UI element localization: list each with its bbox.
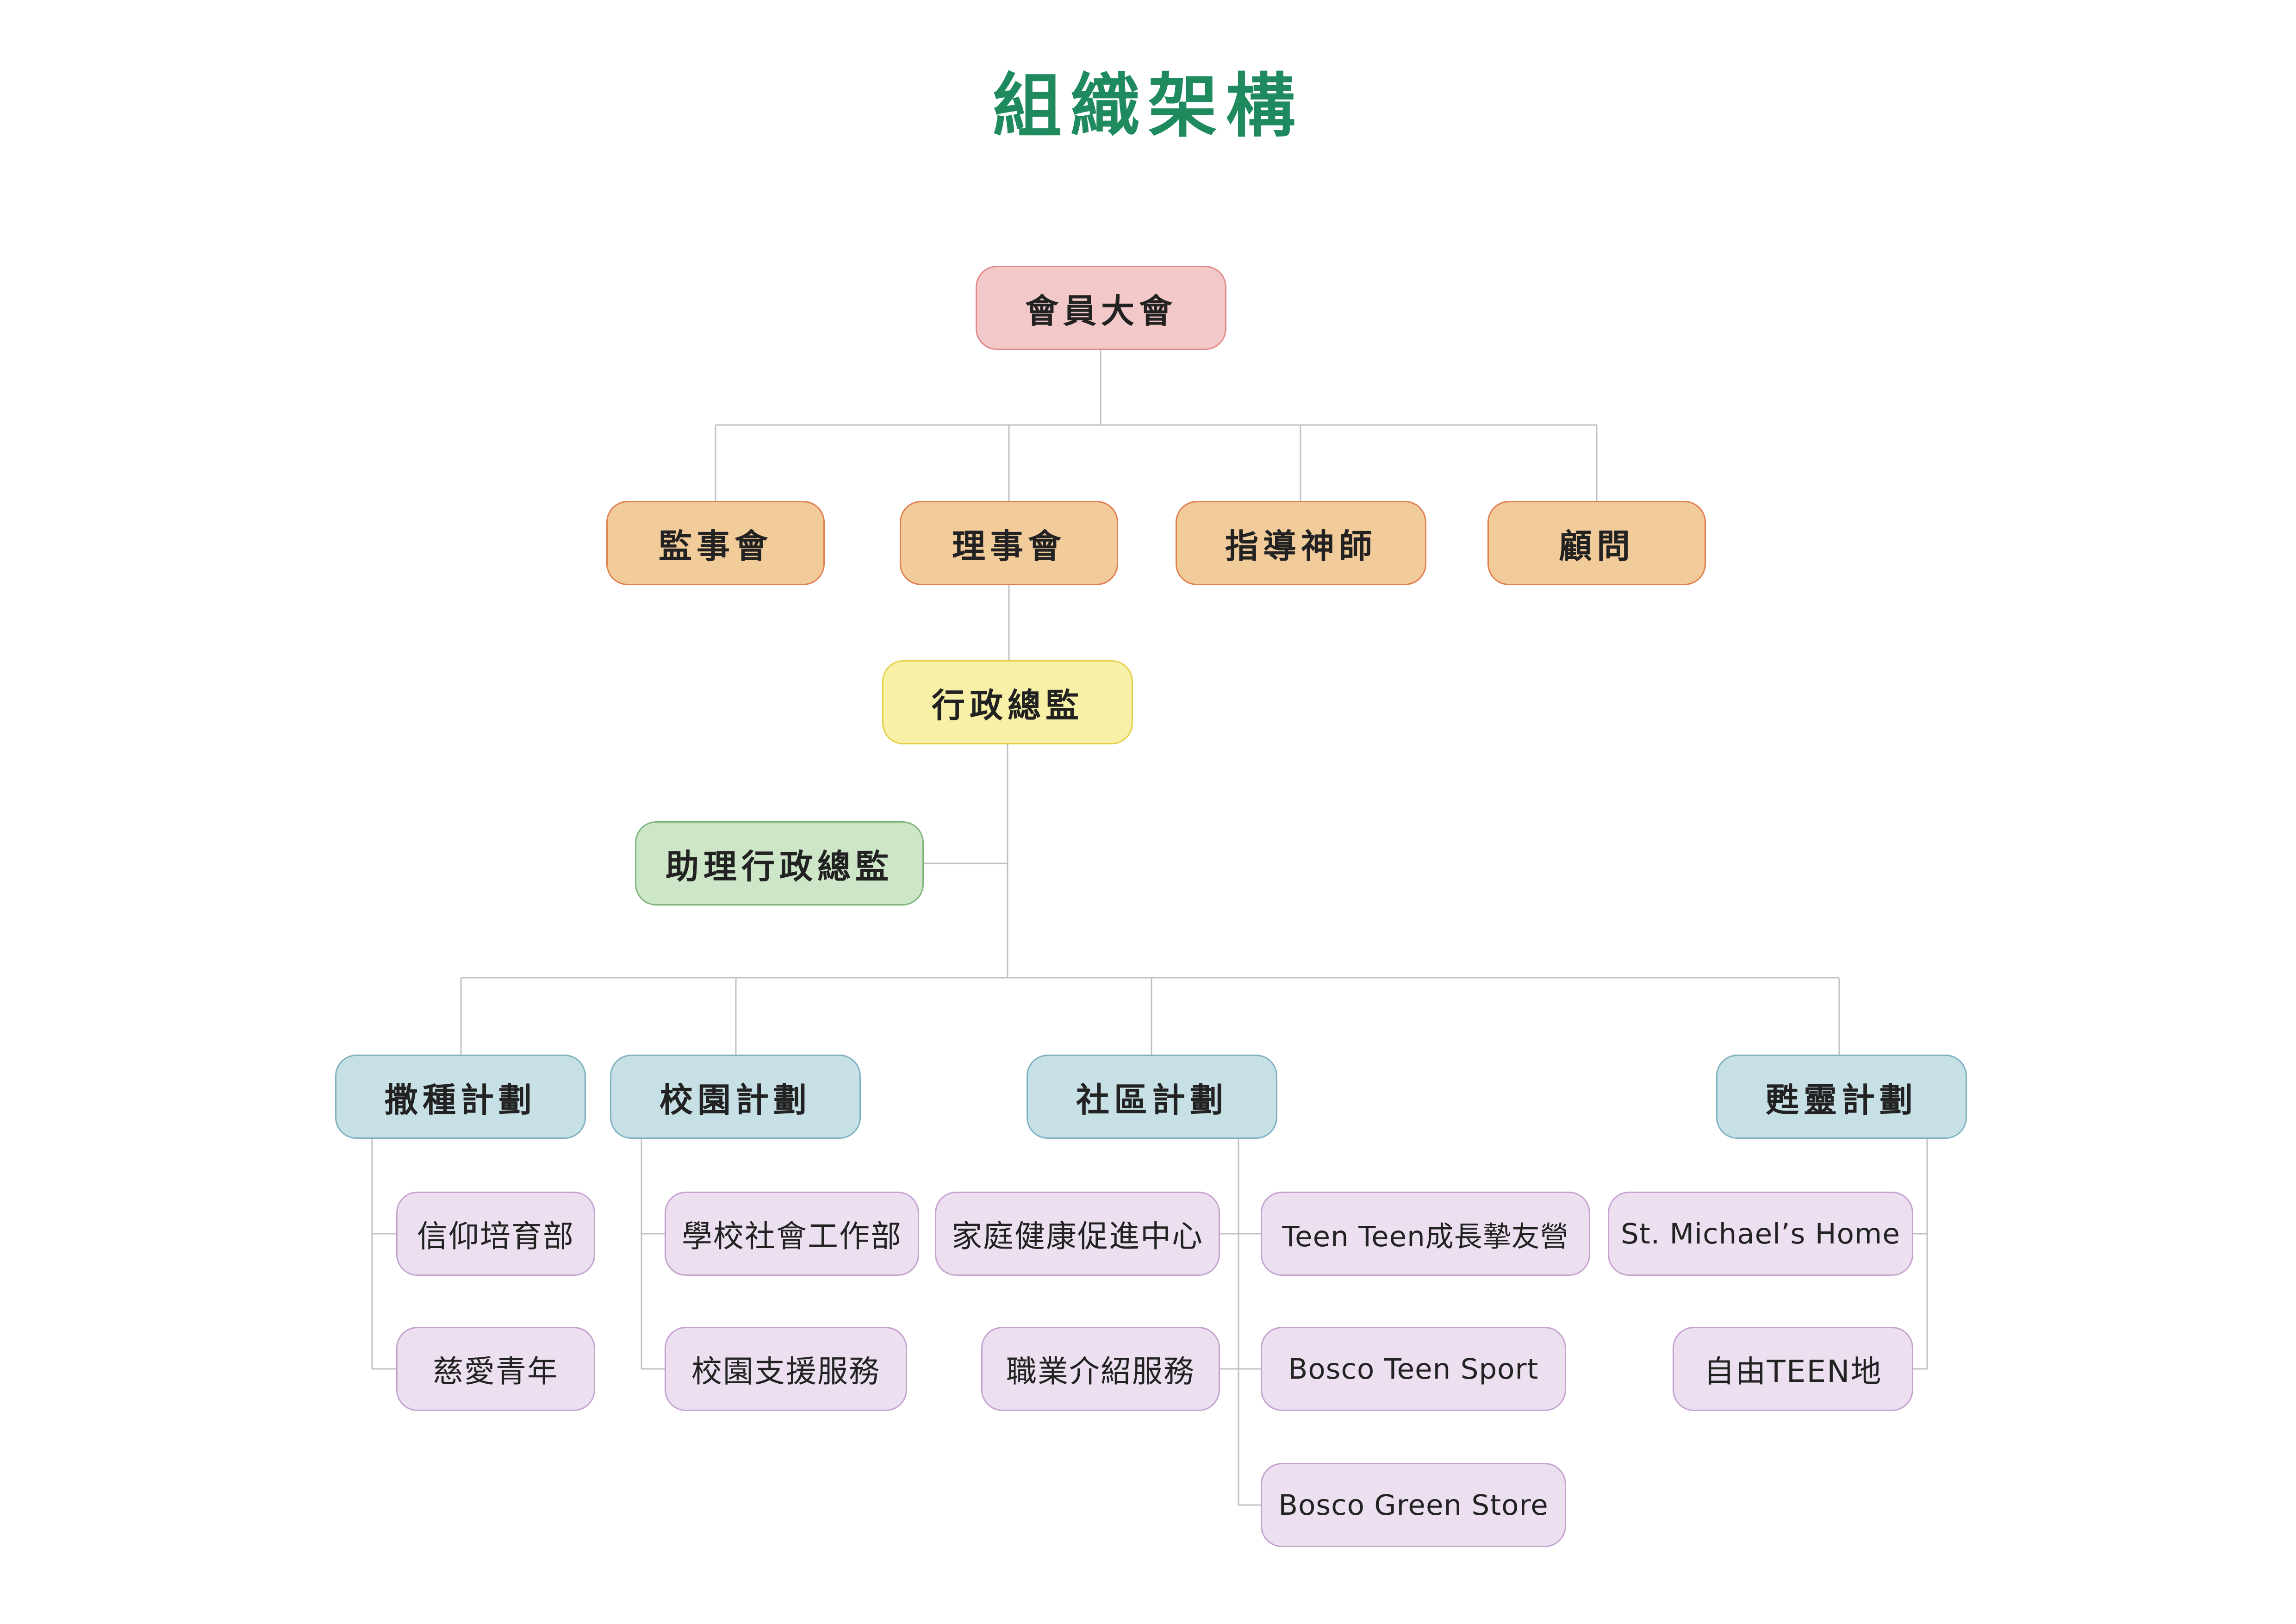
node-school-support: 校園支援服務: [665, 1327, 907, 1411]
node-label: 撒種計劃: [384, 1080, 536, 1119]
node-spiritual-program: 甦靈計劃: [1716, 1055, 1967, 1139]
node-label: Teen Teen成長摯友營: [1282, 1220, 1569, 1253]
node-community-program: 社區計劃: [1027, 1055, 1277, 1139]
node-label: 職業介紹服務: [1006, 1354, 1195, 1389]
node-label: 監事會: [658, 526, 772, 566]
node-label: St. Michael’s Home: [1621, 1217, 1900, 1250]
node-label: 社區計劃: [1076, 1080, 1228, 1119]
node-label: Bosco Teen Sport: [1288, 1352, 1539, 1386]
node-label: 校園計劃: [659, 1080, 811, 1119]
node-school-program: 校園計劃: [610, 1055, 861, 1139]
node-general-assembly: 會員大會: [976, 266, 1226, 350]
node-label: 自由TEEN地: [1704, 1354, 1882, 1389]
node-label: 校園支援服務: [691, 1354, 880, 1389]
node-label: 慈愛青年: [433, 1354, 559, 1389]
node-label: 會員大會: [1025, 291, 1177, 331]
node-label: 學校社會工作部: [682, 1218, 902, 1254]
node-faith-formation: 信仰培育部: [396, 1192, 595, 1276]
node-charity-youth: 慈愛青年: [396, 1327, 595, 1411]
node-st-michaels-home: St. Michael’s Home: [1608, 1192, 1913, 1276]
node-label: 信仰培育部: [417, 1218, 574, 1254]
node-label: 指導神師: [1225, 526, 1377, 566]
node-bosco-teen-sport: Bosco Teen Sport: [1261, 1327, 1566, 1411]
node-label: 甦靈計劃: [1765, 1080, 1917, 1119]
node-label: 家庭健康促進中心: [952, 1218, 1203, 1254]
page-title: 組織架構: [992, 66, 1304, 147]
node-assistant-executive-director: 助理行政總監: [635, 821, 924, 906]
node-label: 助理行政總監: [665, 847, 893, 886]
node-board-of-directors: 理事會: [900, 501, 1118, 585]
node-executive-director: 行政總監: [882, 660, 1133, 744]
node-free-teen-land: 自由TEEN地: [1673, 1327, 1913, 1411]
node-supervisory-board: 監事會: [606, 501, 825, 585]
node-career-service: 職業介紹服務: [981, 1327, 1220, 1411]
node-label: 顧問: [1558, 526, 1635, 566]
node-advisor: 顧問: [1487, 501, 1706, 585]
node-bosco-green-store: Bosco Green Store: [1261, 1463, 1566, 1547]
node-label: 理事會: [952, 526, 1066, 566]
node-teen-teen-camp: Teen Teen成長摯友營: [1261, 1192, 1590, 1276]
node-chaplain: 指導神師: [1176, 501, 1426, 585]
node-sowing-program: 撒種計劃: [335, 1055, 586, 1139]
node-label: Bosco Green Store: [1278, 1488, 1549, 1522]
node-label: 行政總監: [931, 686, 1083, 725]
node-school-social-work: 學校社會工作部: [665, 1192, 919, 1276]
node-family-health-centre: 家庭健康促進中心: [935, 1192, 1220, 1276]
